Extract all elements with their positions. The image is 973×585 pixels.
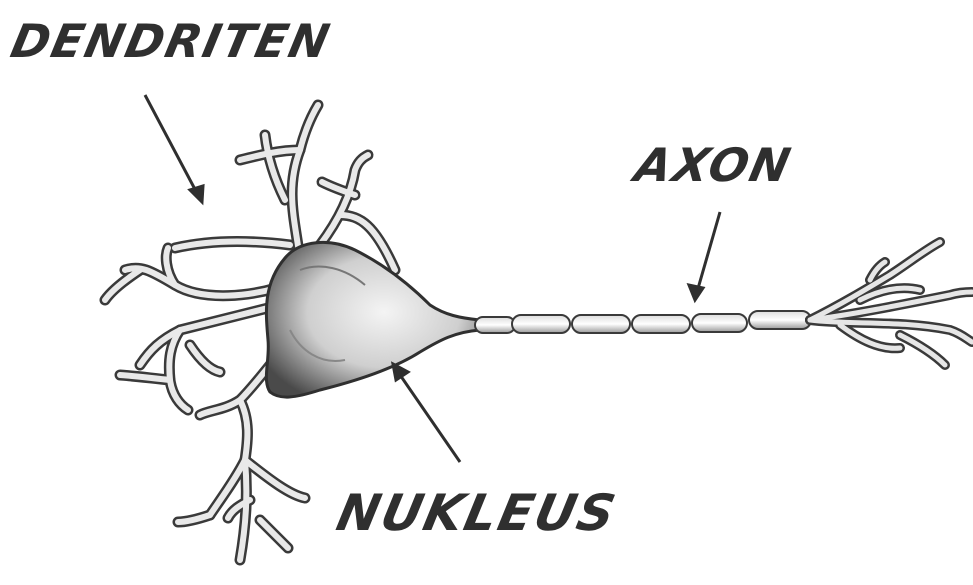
label-axon: AXON	[636, 142, 791, 188]
arrow-nukleus	[398, 372, 460, 462]
arrow-nukleus-head	[393, 364, 408, 380]
label-dendriten: DENDRITEN	[12, 18, 330, 64]
arrow-axon	[697, 212, 720, 292]
label-nukleus-text: NUKLEUS	[333, 488, 621, 538]
arrow-dendriten-head	[190, 186, 203, 202]
axon	[475, 311, 811, 333]
arrow-dendriten	[145, 95, 198, 195]
soma	[266, 242, 480, 397]
label-dendriten-text: DENDRITEN	[7, 18, 335, 64]
arrow-axon-head	[689, 285, 703, 300]
label-axon-text: AXON	[631, 142, 796, 188]
axon-terminals	[810, 242, 972, 365]
label-nukleus: NUKLEUS	[338, 488, 616, 538]
